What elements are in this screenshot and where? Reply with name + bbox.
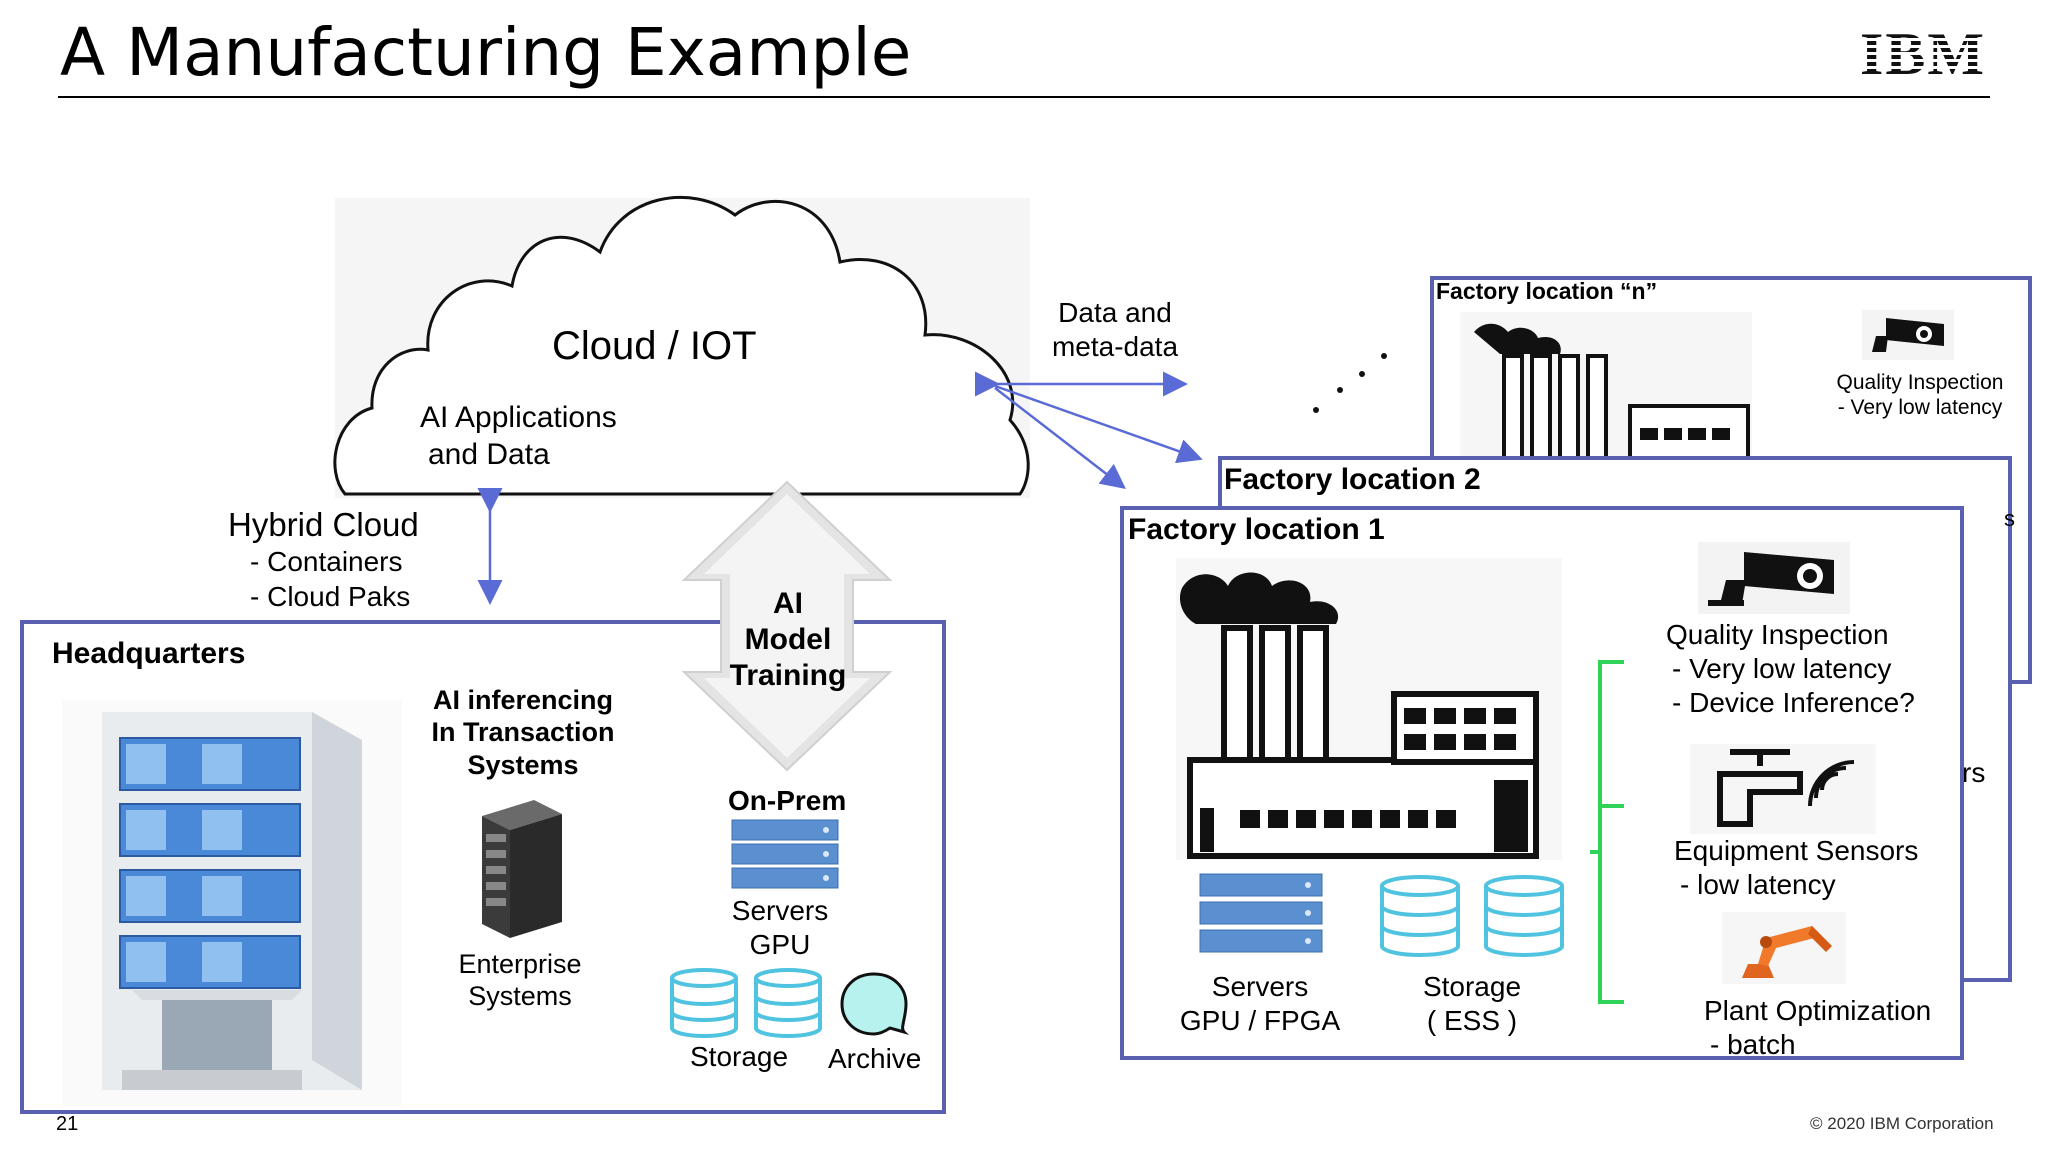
ai-inferencing-line3: Systems <box>467 749 579 780</box>
arrow-to-factory-2 <box>994 384 1203 464</box>
factory-1-camera-icon <box>1698 542 1850 614</box>
enterprise-server-icon <box>482 800 562 938</box>
factory-n-camera-icon <box>1862 310 1954 360</box>
data-link-label: Data and meta-data <box>1040 296 1190 363</box>
robot-arm-icon <box>1722 912 1846 984</box>
factory-n-image <box>1460 312 1752 460</box>
training-label: AI Model Training <box>708 586 868 694</box>
page-number: 21 <box>56 1113 79 1135</box>
factory-1-servers-label: Servers GPU / FPGA <box>1160 970 1360 1037</box>
factory-1-plant-title: Plant Optimization <box>1704 995 1932 1026</box>
ellipsis-dots <box>1313 353 1387 413</box>
archive-label: Archive <box>828 1043 922 1074</box>
factory-1-quality-title: Quality Inspection <box>1666 619 1889 650</box>
factory-1-title: Factory location 1 <box>1128 513 1385 546</box>
factory-1-servers-line1: Servers <box>1211 971 1309 1002</box>
training-line1: AI <box>773 587 803 620</box>
hq-servers-label: Servers GPU <box>710 894 850 961</box>
factory-1-storage-line1: Storage <box>1422 971 1522 1002</box>
slide-title: A Manufacturing Example <box>60 14 912 91</box>
factory-1-image <box>1176 558 1562 860</box>
enterprise-label: Enterprise Systems <box>440 948 600 1013</box>
training-double-arrow <box>681 480 893 772</box>
factory-1-quality-item2: - Device Inference? <box>1672 687 1915 718</box>
ibm-logo: IBM <box>1858 24 1988 80</box>
hq-storage-icon <box>670 968 822 1038</box>
cloud-line2: and Data <box>428 438 550 471</box>
hybrid-cloud-item2: - Cloud Paks <box>250 581 411 612</box>
factory-2-fragment-rs: rs <box>1962 757 1986 788</box>
factory-1-sensors-item1: - low latency <box>1680 869 1836 900</box>
cloud-line1: AI Applications <box>420 401 617 434</box>
factory-1-servers-line2: GPU / FPGA <box>1179 1004 1341 1036</box>
hq-servers-icon <box>731 819 839 889</box>
hq-servers-line1: Servers <box>731 895 829 926</box>
data-link-line1: Data and <box>1058 297 1172 328</box>
hq-storage-label: Storage <box>690 1041 789 1072</box>
cloud-title: Cloud / IOT <box>552 324 757 368</box>
archive-icon <box>840 972 910 1036</box>
cloud-shape <box>333 195 1030 496</box>
edge-bracket <box>1590 660 1624 1004</box>
factory-smoke <box>1179 572 1339 624</box>
factory-1-sensors-title: Equipment Sensors <box>1674 835 1919 866</box>
enterprise-line2: Systems <box>468 981 572 1012</box>
ai-inferencing-line2: In Transaction <box>431 717 615 748</box>
office-building-image <box>62 700 402 1106</box>
ai-inferencing-label: AI inferencing In Transaction Systems <box>418 684 628 781</box>
factory-1-plant-item1: - batch <box>1710 1029 1796 1060</box>
factory-n-title: Factory location “n” <box>1436 278 1658 304</box>
factory-n-quality-line2: - Very low latency <box>1837 396 2003 420</box>
factory-1-servers-icon <box>1199 873 1323 953</box>
equipment-sensor-icon <box>1690 744 1876 834</box>
factory-n-quality-line1: Quality Inspection <box>1836 371 2004 394</box>
enterprise-line1: Enterprise <box>458 949 582 979</box>
factory-1-storage-icon <box>1380 875 1564 957</box>
headquarters-title: Headquarters <box>52 637 246 670</box>
factory-1-storage-label: Storage ( ESS ) <box>1392 970 1552 1037</box>
factory-n-fragment-s: s <box>2004 506 2015 531</box>
title-underline <box>58 96 1990 98</box>
ai-inferencing-line1: AI inferencing <box>432 685 614 715</box>
arrow-to-factory-1 <box>994 387 1126 490</box>
hq-servers-line2: GPU <box>749 928 811 960</box>
hybrid-cloud-item1: - Containers <box>250 546 403 577</box>
factory-n-quality-label: Quality Inspection - Very low latency <box>1820 370 2020 420</box>
factory-2-title: Factory location 2 <box>1224 463 1481 496</box>
training-line2: Model <box>744 623 832 656</box>
hybrid-cloud-title: Hybrid Cloud <box>228 506 419 543</box>
training-line3: Training <box>729 659 847 692</box>
data-link-line2: meta-data <box>1051 330 1179 362</box>
factory-1-storage-line2: ( ESS ) <box>1426 1004 1518 1036</box>
factory-1-quality-item1: - Very low latency <box>1672 653 1892 684</box>
on-prem-label: On-Prem <box>728 785 847 816</box>
copyright: © 2020 IBM Corporation <box>1810 1114 1994 1133</box>
